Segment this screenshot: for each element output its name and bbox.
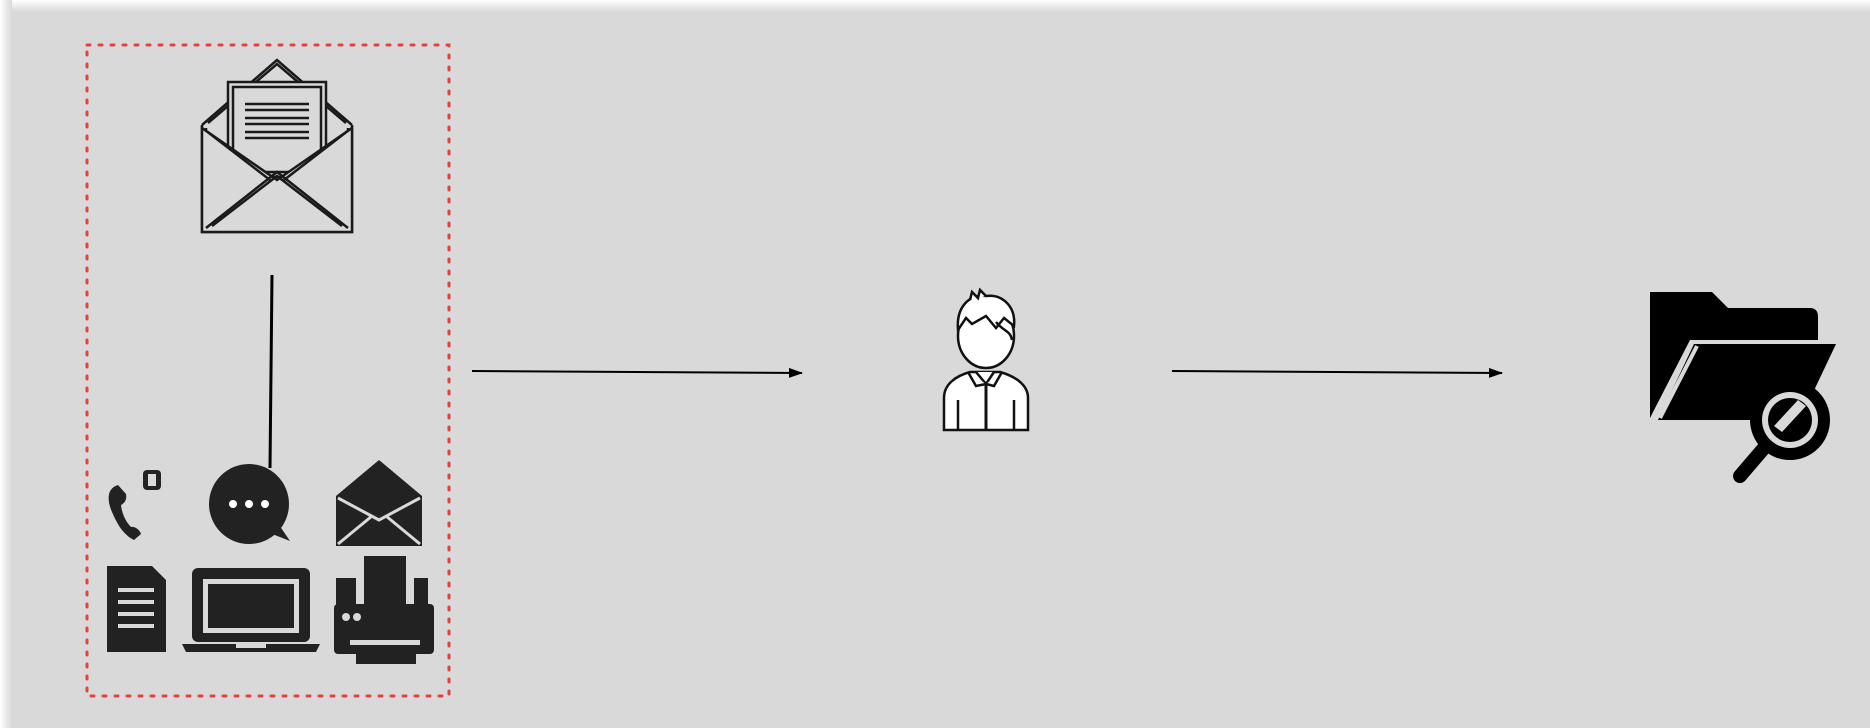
arrow-person-to-folder [1171,367,1503,378]
input-channels-group [85,43,451,698]
document-icon [107,566,166,652]
arrow-channels-to-person [471,367,803,378]
phone-icon [108,470,161,540]
open-envelope-icon [200,58,354,234]
panel-shadow-left [0,0,12,728]
connector-line [268,274,274,469]
folder-search-icon [1650,292,1836,483]
envelope-icon [336,460,422,546]
printer-icon [334,556,434,664]
chat-bubble-icon [209,464,290,544]
laptop-icon [182,568,320,652]
person-icon [942,287,1030,432]
panel-shadow-top [0,0,1870,12]
